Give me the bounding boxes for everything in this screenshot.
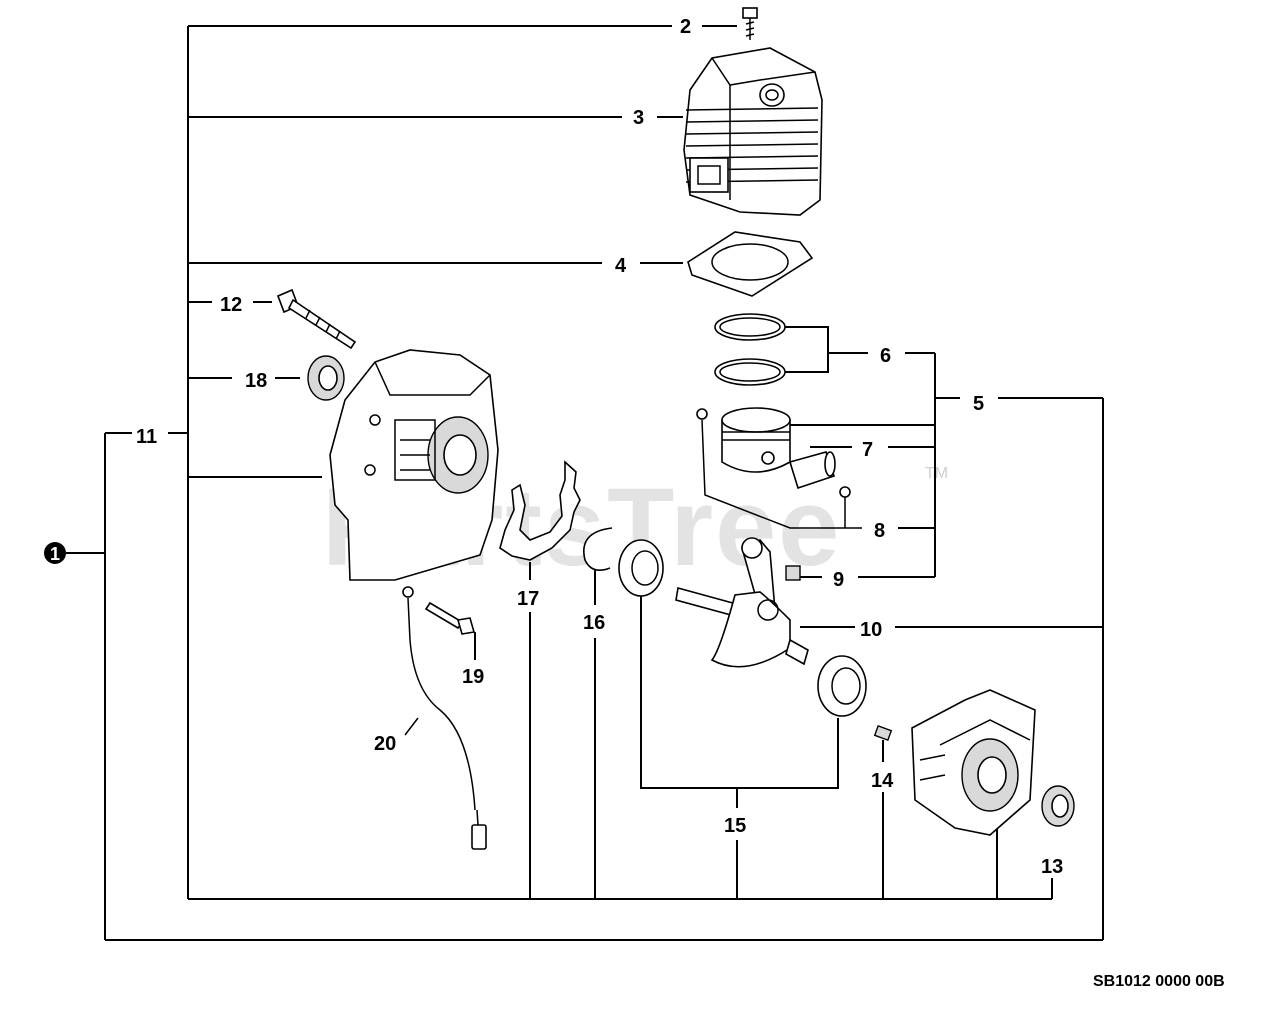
callout-20: 20 xyxy=(374,733,396,755)
part-5-piston xyxy=(721,407,791,473)
part-3-cylinder xyxy=(683,47,823,216)
part-13-oil-seal xyxy=(1041,785,1075,827)
callout-7: 7 xyxy=(862,439,873,461)
callout-6: 6 xyxy=(880,345,891,367)
callout-17: 17 xyxy=(517,588,539,610)
part-20-ground-wire xyxy=(402,586,487,850)
part-15-bearings xyxy=(618,539,867,717)
callout-5: 5 xyxy=(973,393,984,415)
drawing-code: SB1012 0000 00B xyxy=(1093,973,1225,990)
svg-text:1: 1 xyxy=(50,544,60,564)
callout-13: 13 xyxy=(1041,856,1063,878)
part-4-gasket xyxy=(687,231,814,297)
callout-8: 8 xyxy=(874,520,885,542)
part-2-bolt xyxy=(742,7,758,40)
callout-12: 12 xyxy=(220,294,242,316)
callout-15: 15 xyxy=(724,815,746,837)
part-19-screw xyxy=(424,601,476,635)
part-17-gasket xyxy=(499,460,581,561)
callout-11: 11 xyxy=(136,426,157,448)
callout-3: 3 xyxy=(633,107,644,129)
part-9-needle-bearing xyxy=(785,565,801,581)
part-8-clips xyxy=(696,408,851,498)
part-right-crankcase xyxy=(911,689,1036,836)
part-11-left-crankcase xyxy=(329,349,499,581)
part-6-piston-rings xyxy=(714,313,786,386)
callout-10: 10 xyxy=(860,619,882,641)
callout-19: 19 xyxy=(462,666,484,688)
watermark-trademark: TM xyxy=(925,465,948,482)
part-7-piston-pin xyxy=(788,451,836,490)
assembly-badge: 1 xyxy=(44,542,66,564)
part-10-crankshaft xyxy=(675,537,809,668)
leader-lines xyxy=(66,25,1104,941)
part-18-oil-seal xyxy=(307,355,345,401)
part-16-circlip xyxy=(583,527,613,571)
callout-9: 9 xyxy=(833,569,844,591)
callout-2: 2 xyxy=(680,16,691,38)
callout-16: 16 xyxy=(583,612,605,634)
callout-18: 18 xyxy=(245,370,267,392)
callout-4: 4 xyxy=(615,255,627,277)
part-12-bolt xyxy=(276,288,357,350)
part-14-dowel-pin xyxy=(873,725,893,741)
callout-labels: 2 3 4 5 6 7 8 9 10 11 12 13 14 15 16 17 … xyxy=(136,16,1063,878)
callout-14: 14 xyxy=(871,770,894,792)
